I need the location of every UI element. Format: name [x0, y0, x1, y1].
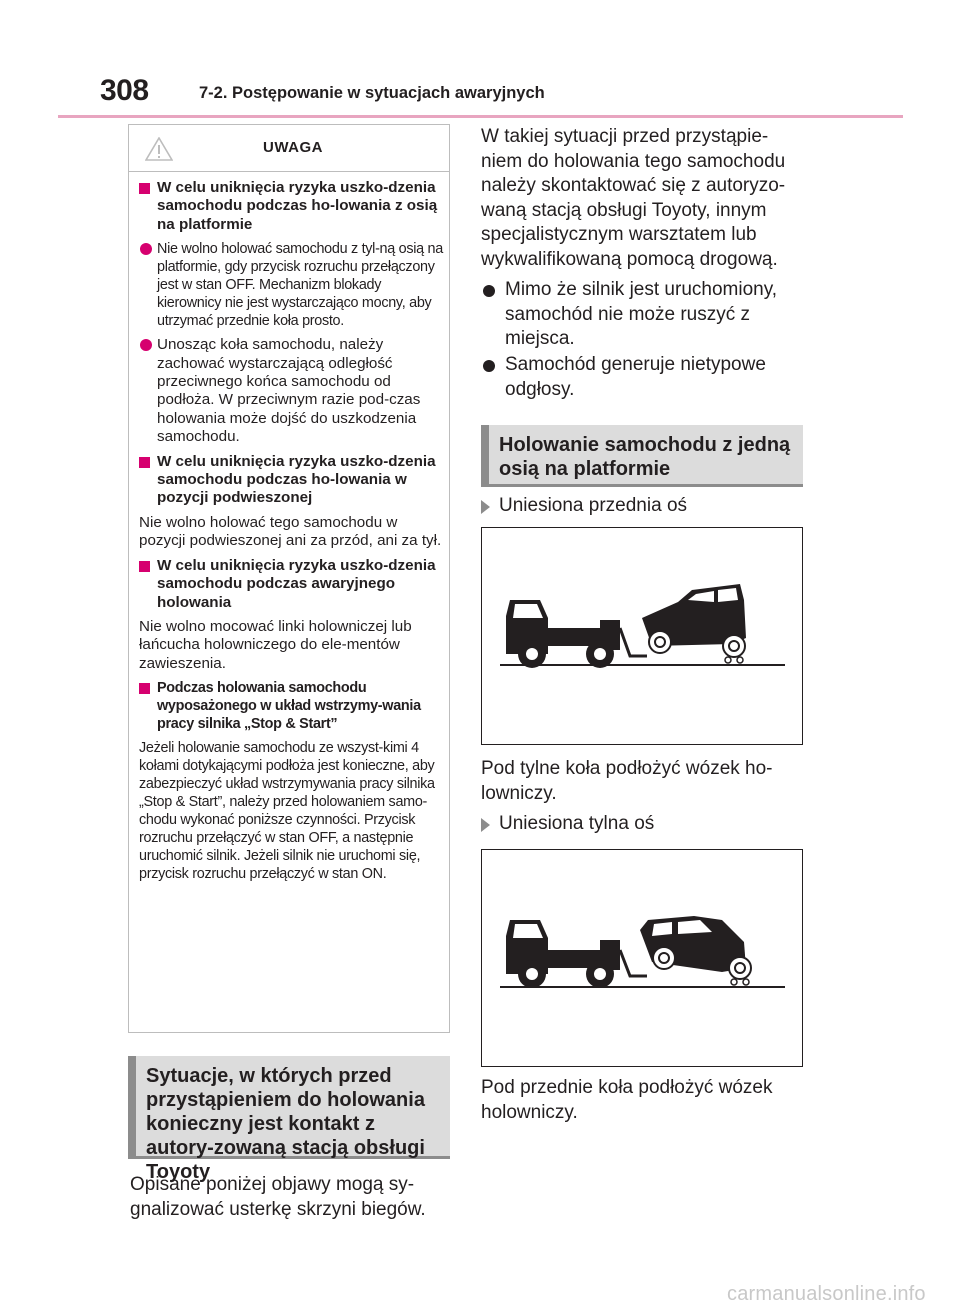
square-bullet-icon — [139, 183, 150, 194]
warning-heading-4: Podczas holowania samochodu wyposażonego… — [139, 679, 447, 733]
section-title: 7-2. Postępowanie w sytuacjach awaryjnyc… — [199, 84, 545, 102]
symptoms-paragraph: Opisane poniżej objawy mogą sy-gnalizowa… — [130, 1174, 426, 1220]
bullet-engine-running: Mimo że silnik jest uruchomiony, samochó… — [481, 278, 805, 352]
dot-bullet-icon — [483, 285, 495, 297]
dot-bullet-icon — [140, 243, 152, 256]
warning-body: W celu uniknięcia ryzyka uszko-dzenia sa… — [139, 179, 447, 889]
warning-header: UWAGA — [129, 137, 449, 161]
square-bullet-icon — [139, 683, 150, 695]
warning-paragraph-4: Jeżeli holowanie samochodu ze wszyst-kim… — [139, 740, 435, 883]
front-axle-lifted-item: Uniesiona przednia oś — [479, 494, 687, 518]
front-wheels-dolly-paragraph: Pod przednie koła podłożyć wózek holowni… — [481, 1077, 773, 1123]
warning-label: UWAGA — [263, 139, 323, 156]
square-bullet-icon — [139, 560, 150, 572]
warning-box: UWAGA W celu uniknięcia ryzyka uszko-dze… — [128, 124, 450, 1033]
rear-wheels-dolly-paragraph: Pod tylne koła podłożyć wózek ho-lownicz… — [481, 758, 773, 804]
warning-heading-2: W celu uniknięcia ryzyka uszko-dzenia sa… — [139, 453, 447, 508]
dot-bullet-icon — [483, 360, 495, 372]
square-bullet-icon — [139, 456, 150, 468]
warning-heading-1: W celu uniknięcia ryzyka uszko-dzenia sa… — [139, 179, 447, 234]
situations-heading: Sytuacje, w których przed przystąpieniem… — [128, 1056, 450, 1183]
header-rule — [58, 115, 903, 118]
warning-bullet-1: Nie wolno holować samochodu z tyl-ną osi… — [139, 240, 447, 330]
one-axle-towing-heading: Holowanie samochodu z jedną osią na plat… — [481, 425, 803, 487]
figure-front-lifted — [481, 527, 803, 745]
warning-paragraph-3: Nie wolno mocować linki holowniczej lub … — [139, 617, 412, 672]
warning-bullet-2: Unosząc koła samochodu, należy zachować … — [139, 336, 447, 446]
warning-heading-3: W celu uniknięcia ryzyka uszko-dzenia sa… — [139, 557, 447, 612]
warning-paragraph-2: Nie wolno holować tego samochodu w pozyc… — [139, 513, 442, 550]
tow-truck-rear-lifted-illustration — [500, 916, 785, 988]
arrow-right-icon — [481, 500, 490, 514]
rear-axle-lifted-item: Uniesiona tylna oś — [479, 812, 654, 836]
warning-divider — [129, 171, 449, 172]
bullet-noises: Samochód generuje nietypowe odgłosy. — [481, 353, 805, 402]
arrow-right-icon — [481, 818, 490, 832]
dot-bullet-icon — [140, 339, 152, 352]
page-number: 308 — [100, 74, 149, 107]
tow-truck-front-lifted-illustration — [500, 584, 785, 668]
watermark: carmanualsonline.info — [727, 1283, 926, 1305]
contact-paragraph: W takiej sytuacji przed przystąpie-niem … — [481, 126, 786, 270]
figure-rear-lifted — [481, 849, 803, 1067]
warning-triangle-icon — [145, 137, 173, 161]
